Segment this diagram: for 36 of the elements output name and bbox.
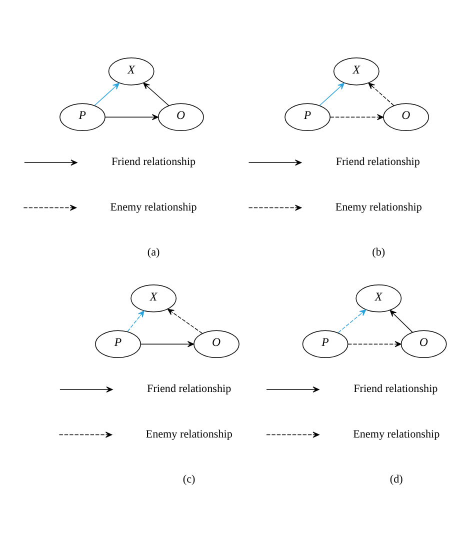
node-ellipse: O <box>158 102 204 131</box>
arrow <box>390 310 413 332</box>
node-ellipse: P <box>284 102 330 131</box>
node-ellipse: P <box>60 102 106 131</box>
node-ellipse: X <box>130 284 176 312</box>
label: (b) <box>372 246 386 258</box>
legend-label: Enemy relationship <box>146 428 232 440</box>
label: (c) <box>182 472 196 485</box>
arrow <box>338 308 366 333</box>
legend-label: Friend relationship <box>336 156 420 168</box>
legend-label: Friend relationship <box>147 382 232 395</box>
label: (a) <box>147 246 160 258</box>
arrow <box>319 82 344 106</box>
arrow <box>167 308 203 334</box>
arrow <box>348 340 402 347</box>
legend-label: Enemy relationship <box>353 428 440 440</box>
node-ellipse: X <box>108 57 154 85</box>
node-ellipse: P <box>302 330 348 358</box>
node-ellipse: O <box>383 102 429 131</box>
node-ellipse: O <box>400 330 447 358</box>
arrow <box>104 114 159 120</box>
node-ellipse: X <box>356 284 402 312</box>
arrow <box>368 82 394 106</box>
arrow <box>330 114 384 120</box>
label: (d) <box>390 472 403 485</box>
arrow <box>143 82 170 106</box>
legend-label: Friend relationship <box>354 382 438 395</box>
legend-label: Friend relationship <box>112 156 196 168</box>
arrow <box>94 82 120 106</box>
legend-label: Enemy relationship <box>335 200 422 213</box>
arrow <box>127 310 144 332</box>
arrow <box>140 340 194 347</box>
legend-label: Enemy relationship <box>110 200 197 213</box>
node-ellipse: O <box>194 330 240 358</box>
node-ellipse: P <box>95 330 141 358</box>
node-ellipse: X <box>333 57 380 85</box>
